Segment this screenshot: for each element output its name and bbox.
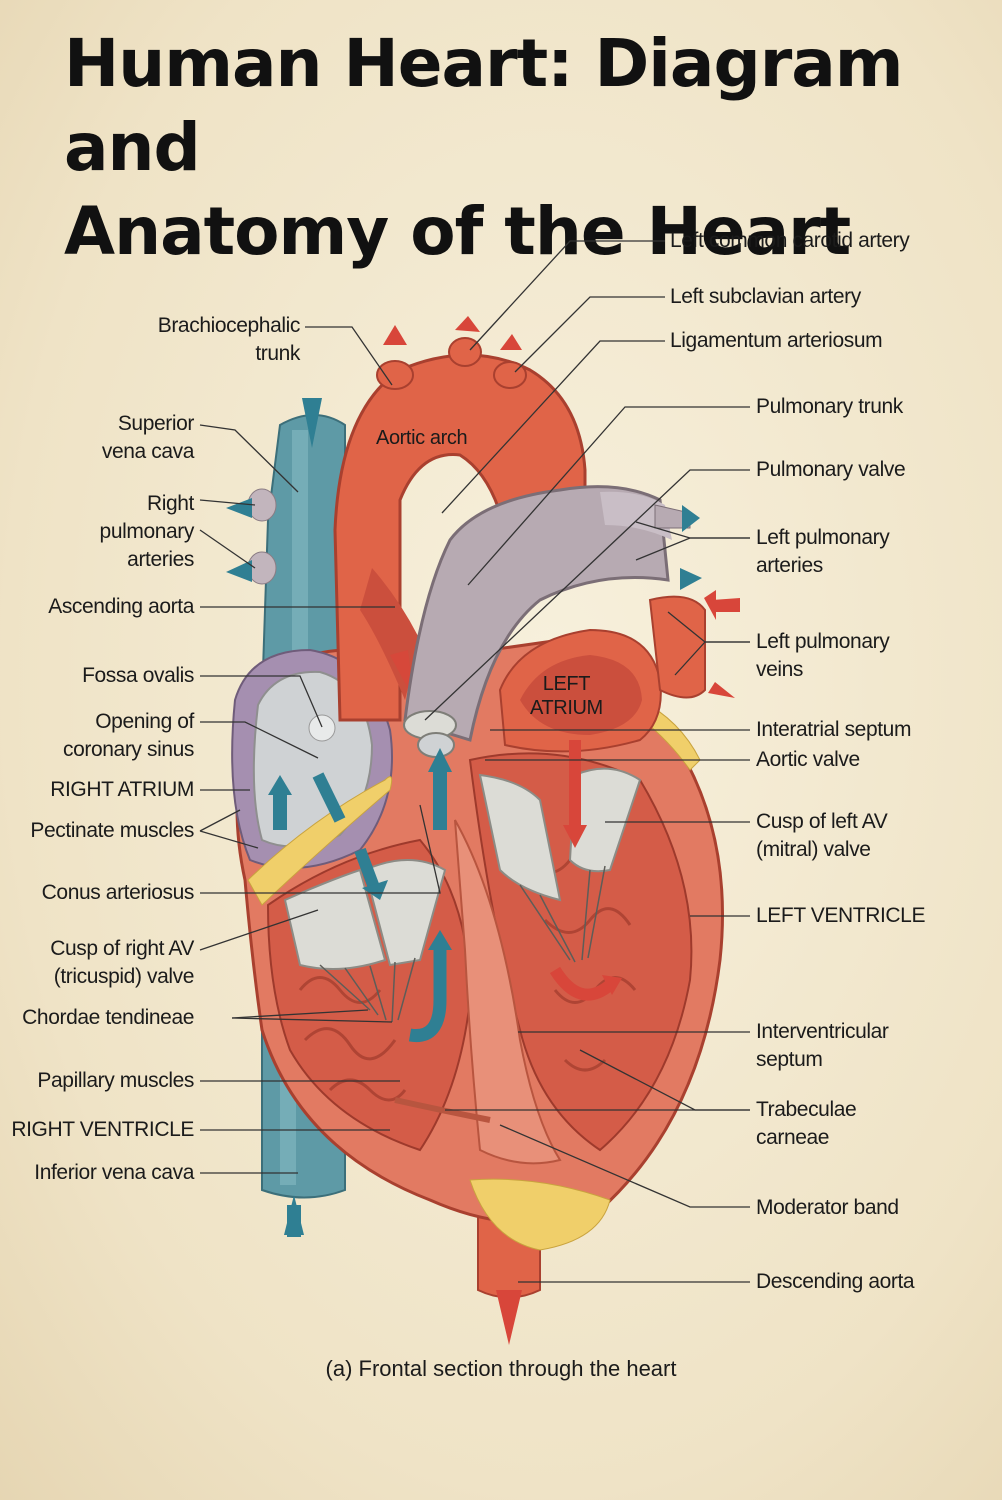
label-descending-aorta: Descending aorta <box>756 1270 915 1293</box>
label-cra-line-2: (tricuspid) valve <box>53 965 195 988</box>
label-brachiocephalic-line-2: trunk <box>255 342 300 365</box>
label-left-pulmonary-veins: Left pulmonary veins <box>756 628 890 684</box>
title-line-1: Human Heart: Diagram and <box>64 25 904 186</box>
label-cusp-left-av: Cusp of left AV (mitral) valve <box>756 808 888 864</box>
valve-leaflets <box>283 767 642 970</box>
label-interatrial-septum: Interatrial septum <box>756 718 912 741</box>
label-pectinate-muscles: Pectinate muscles <box>30 819 194 842</box>
label-conus-arteriosus: Conus arteriosus <box>41 881 195 904</box>
label-ascending-aorta: Ascending aorta <box>48 595 194 618</box>
label-aortic-arch: Aortic arch <box>376 427 468 449</box>
label-ocs-line-2: coronary sinus <box>63 738 194 761</box>
label-aortic-valve: Aortic valve <box>756 748 860 771</box>
label-lpv-line-1: Left pulmonary <box>756 630 890 653</box>
label-left-subclavian: Left subclavian artery <box>670 285 861 308</box>
label-rpa-line-2: pulmonary <box>99 520 195 543</box>
label-cla-line-1: Cusp of left AV <box>756 810 888 833</box>
label-la-line-2: ATRIUM <box>530 697 603 719</box>
label-papillary-muscles: Papillary muscles <box>37 1069 194 1092</box>
flow-arrows <box>268 740 622 1043</box>
label-ligamentum-arteriosum: Ligamentum arteriosum <box>670 329 883 352</box>
arrow-descending-aorta <box>496 1290 522 1345</box>
label-tc-line-2: carneae <box>756 1126 830 1149</box>
label-ivs-line-1: Interventricular <box>756 1020 889 1043</box>
label-cla-line-2: (mitral) valve <box>756 838 871 861</box>
label-tc-line-1: Trabeculae <box>756 1098 857 1121</box>
label-rpa-line-1: Right <box>146 492 194 515</box>
label-chordae-tendineae: Chordae tendineae <box>22 1006 194 1029</box>
label-interventricular-septum: Interventricular septum <box>756 1018 889 1074</box>
label-svc-line-1: Superior <box>117 412 195 435</box>
label-right-ventricle: RIGHT VENTRICLE <box>11 1118 194 1141</box>
label-lpa-line-2: arteries <box>756 554 823 577</box>
label-cra-line-1: Cusp of right AV <box>50 937 194 960</box>
label-ivs-line-2: septum <box>756 1048 823 1071</box>
aortic-arch-shape <box>333 316 587 722</box>
label-la-line-1: LEFT <box>542 673 591 695</box>
label-lpa-line-1: Left pulmonary <box>756 526 890 549</box>
label-lpv-line-2: veins <box>756 658 804 681</box>
label-pulmonary-trunk: Pulmonary trunk <box>756 395 903 418</box>
label-pulmonary-valve: Pulmonary valve <box>756 458 906 481</box>
label-superior-vena-cava: Superior vena cava <box>101 410 195 466</box>
label-fossa-ovalis: Fossa ovalis <box>82 664 194 687</box>
label-ocs-line-1: Opening of <box>95 710 194 733</box>
label-svc-line-2: vena cava <box>101 440 195 463</box>
heart-body <box>231 590 740 1251</box>
label-brachiocephalic-trunk: Brachiocephalic trunk <box>157 312 301 368</box>
label-left-common-carotid: Left common carotid artery <box>670 229 910 252</box>
label-cusp-right-av: Cusp of right AV (tricuspid) valve <box>50 935 194 991</box>
label-right-pulmonary-arteries: Right pulmonary arteries <box>99 490 195 574</box>
label-right-atrium: RIGHT ATRIUM <box>50 778 194 801</box>
label-moderator-band: Moderator band <box>756 1196 899 1219</box>
right-pulmonary-arteries-shape <box>226 488 277 585</box>
arrow-svc-down <box>302 398 322 448</box>
label-inferior-vena-cava: Inferior vena cava <box>34 1161 194 1184</box>
poster-title: Human Heart: Diagram and Anatomy of the … <box>64 22 964 274</box>
figure-caption: (a) Frontal section through the heart <box>325 1356 677 1381</box>
leader-lines <box>199 240 750 1283</box>
title-line-2: Anatomy of the Heart <box>64 193 851 270</box>
label-brachiocephalic-line-1: Brachiocephalic <box>157 314 301 337</box>
label-opening-coronary-sinus: Opening of coronary sinus <box>63 708 194 764</box>
label-left-atrium: LEFT ATRIUM <box>530 672 603 720</box>
label-left-pulmonary-arteries: Left pulmonary arteries <box>756 524 890 580</box>
label-trabeculae-carneae: Trabeculae carneae <box>756 1096 857 1152</box>
label-rpa-line-3: arteries <box>127 548 194 571</box>
label-left-ventricle: LEFT VENTRICLE <box>756 904 926 927</box>
